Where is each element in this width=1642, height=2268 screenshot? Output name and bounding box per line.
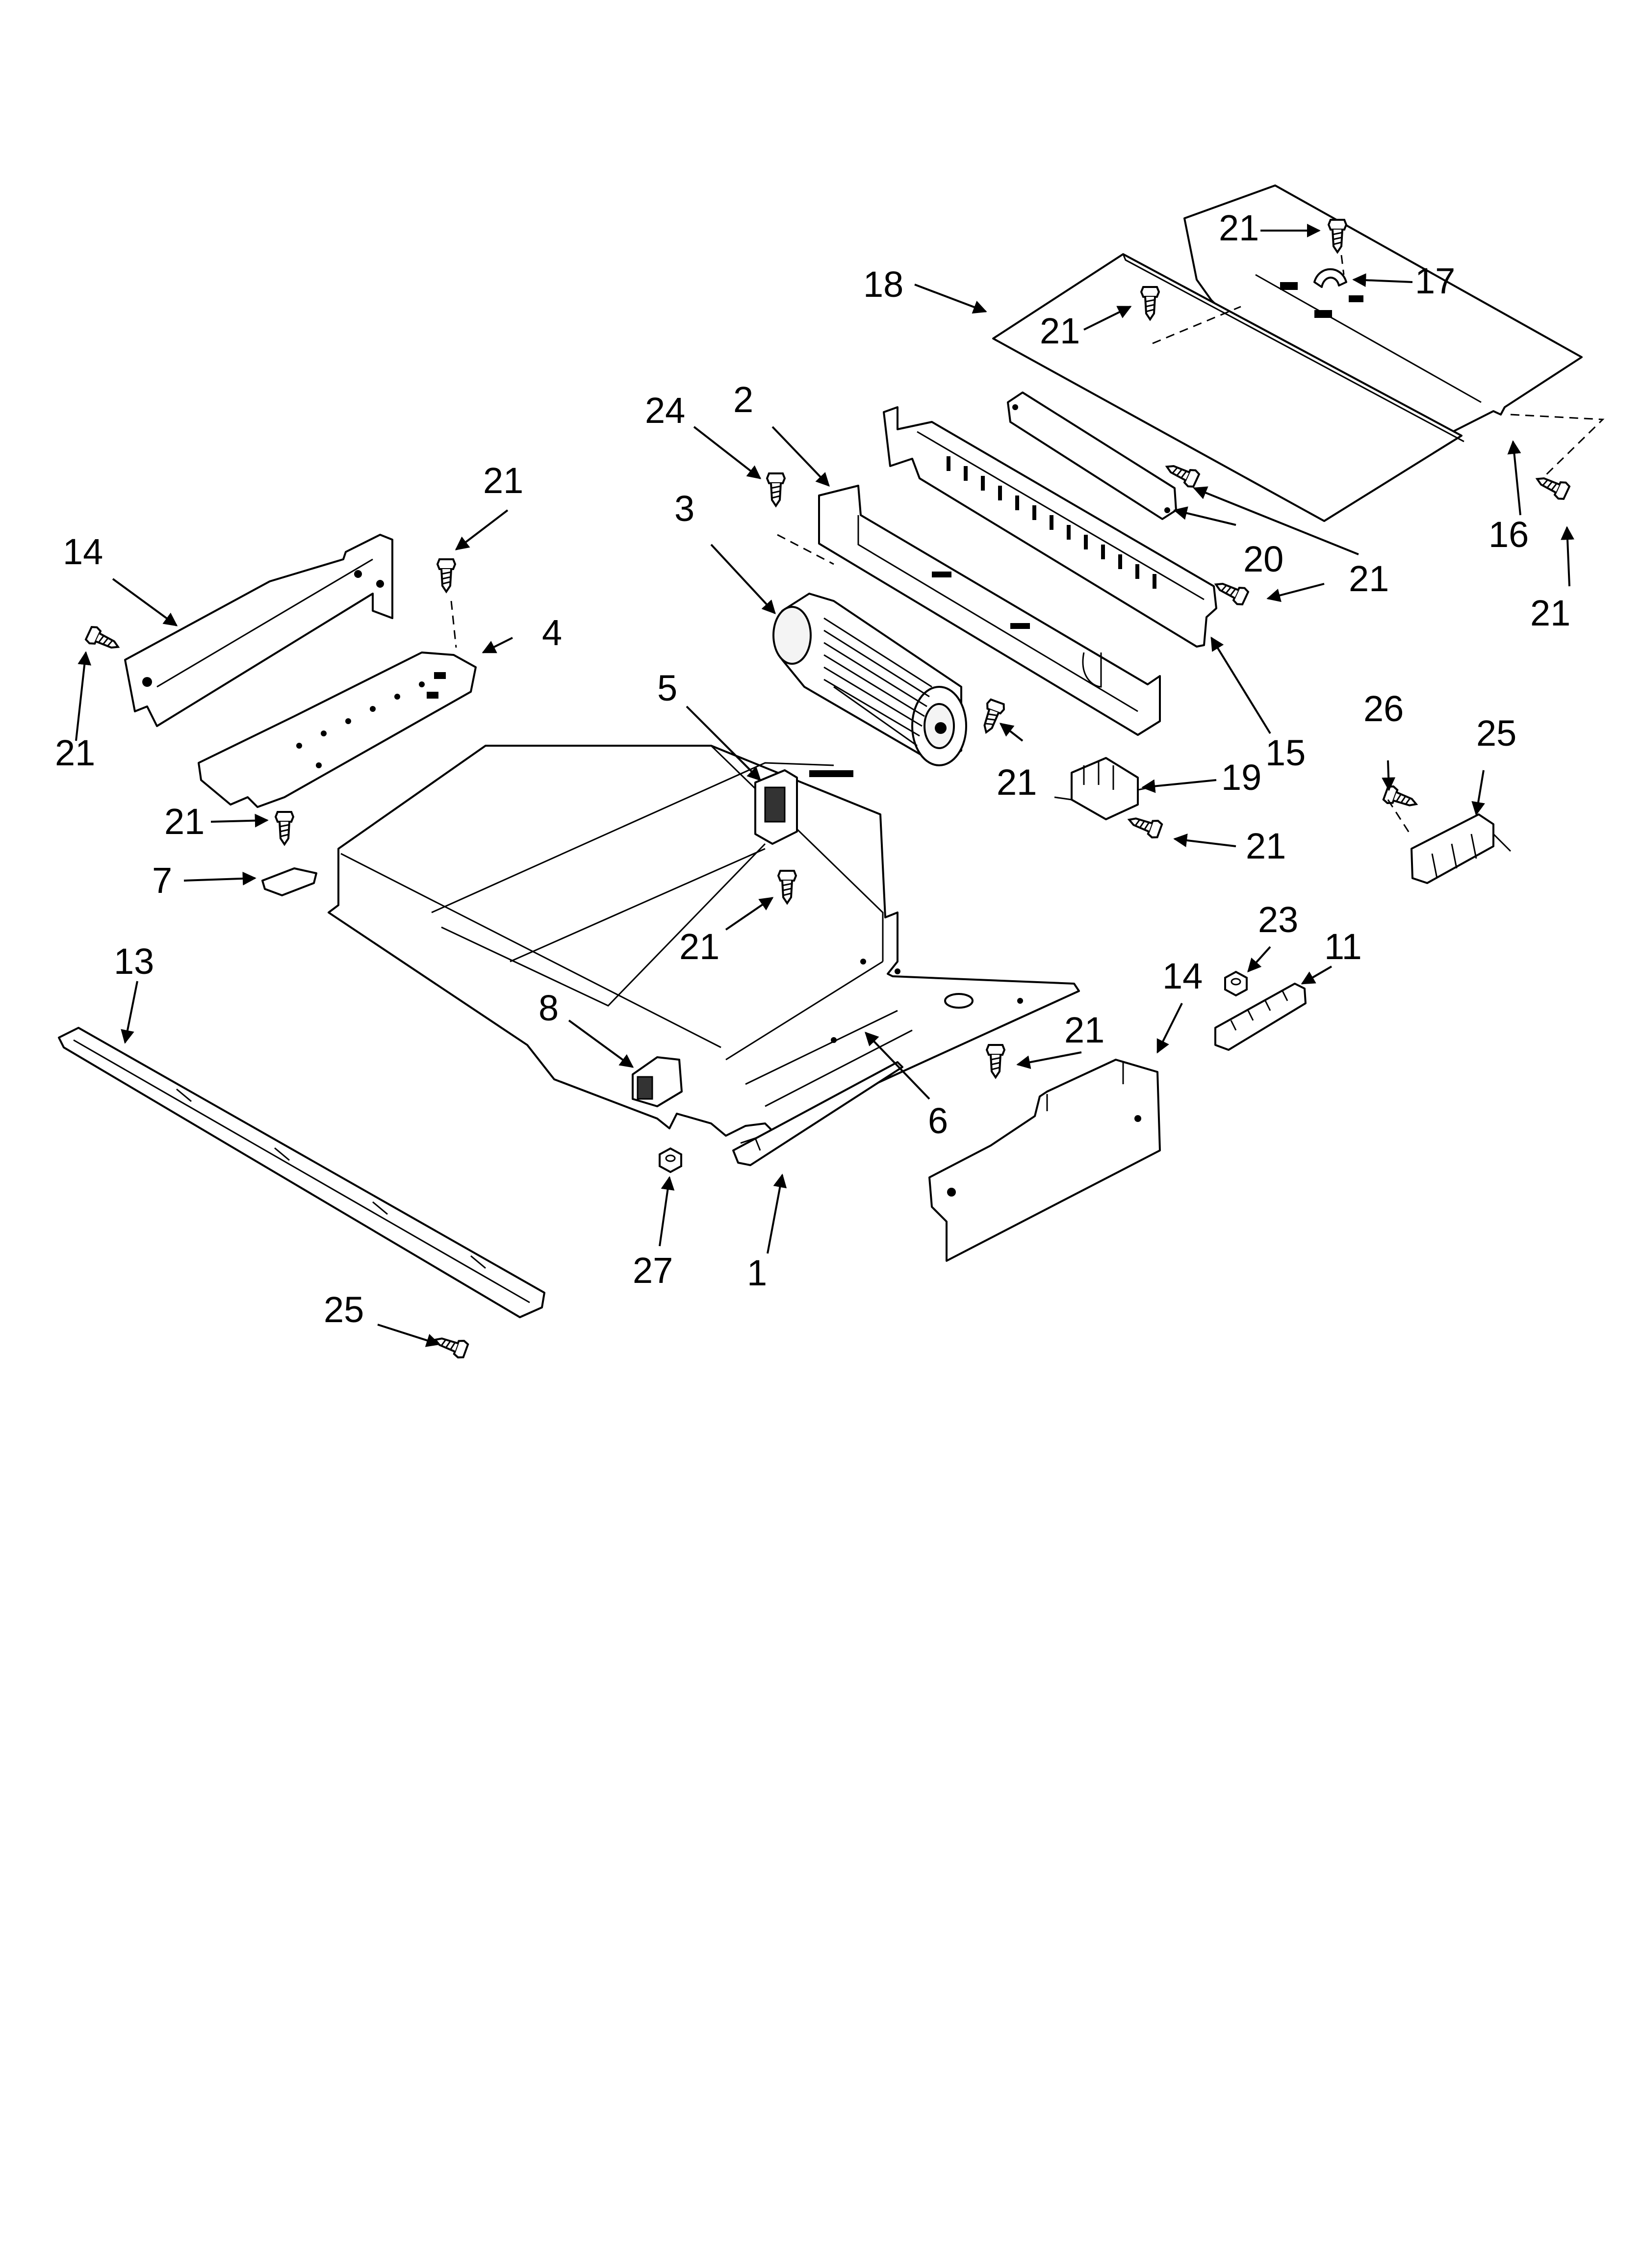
terminal-block-19 (1054, 757, 1151, 820)
fan-bracket-2 (818, 485, 1161, 736)
switch-5 (754, 769, 798, 845)
blower-fan-3 (772, 593, 967, 766)
callout-24: 24 (645, 390, 685, 431)
callout-25: 25 (324, 1289, 364, 1330)
callout-21: 21 (997, 762, 1037, 803)
callout-21: 21 (1064, 1010, 1104, 1050)
callout-21: 21 (1219, 208, 1259, 248)
callout-3: 3 (674, 488, 694, 529)
callout-8: 8 (539, 988, 559, 1028)
callout-6: 6 (928, 1100, 948, 1141)
side-bracket-14-left (124, 534, 393, 727)
callout-21: 21 (164, 801, 205, 842)
callout-21: 21 (55, 732, 95, 773)
callout-15: 15 (1265, 732, 1306, 773)
callout-25: 25 (1476, 713, 1516, 754)
callout-27: 27 (633, 1250, 673, 1291)
callout-19: 19 (1221, 757, 1261, 798)
callout-1: 1 (747, 1252, 767, 1293)
callout-21: 21 (679, 926, 719, 967)
callout-21: 21 (1246, 826, 1286, 866)
bracket-plate-25 (1411, 813, 1512, 884)
switch-8 (632, 1056, 683, 1107)
callout-4: 4 (542, 612, 562, 653)
plate-4 (198, 652, 477, 808)
housing-pan-6 (328, 745, 1080, 1137)
callout-20: 20 (1243, 539, 1283, 579)
side-bracket-14-right (928, 1059, 1161, 1262)
callout-16: 16 (1488, 514, 1529, 555)
callout-labels: 18 21 17 21 24 2 3 20 21 16 21 21 15 21 … (55, 208, 1570, 1330)
clip-7 (261, 867, 317, 896)
front-trim-13 (58, 1027, 545, 1318)
leader-arrows (75, 224, 1575, 1347)
callout-18: 18 (863, 264, 903, 305)
callout-14: 14 (1162, 956, 1203, 996)
callout-21: 21 (1349, 558, 1389, 599)
bracket-strip-1 (732, 1061, 903, 1166)
callout-13: 13 (114, 941, 154, 982)
clamp-17 (1313, 268, 1347, 288)
bracket-15 (883, 406, 1217, 648)
callout-21: 21 (997, 762, 1037, 803)
callout-21: 21 (483, 460, 523, 501)
shield-panel-18 (992, 253, 1464, 522)
terminal-strip-11 (1214, 983, 1307, 1051)
assembly-lines (450, 255, 1605, 834)
callout-11: 11 (1324, 926, 1362, 967)
callout-21: 21 (1040, 311, 1080, 351)
callout-7: 7 (152, 860, 172, 901)
callout-14: 14 (63, 531, 103, 572)
callout-2: 2 (733, 379, 753, 420)
callout-17: 17 (1415, 261, 1455, 301)
callout-5: 5 (657, 668, 677, 708)
callout-21: 21 (1530, 593, 1570, 633)
callout-23: 23 (1258, 899, 1298, 940)
callout-26: 26 (1363, 688, 1404, 729)
